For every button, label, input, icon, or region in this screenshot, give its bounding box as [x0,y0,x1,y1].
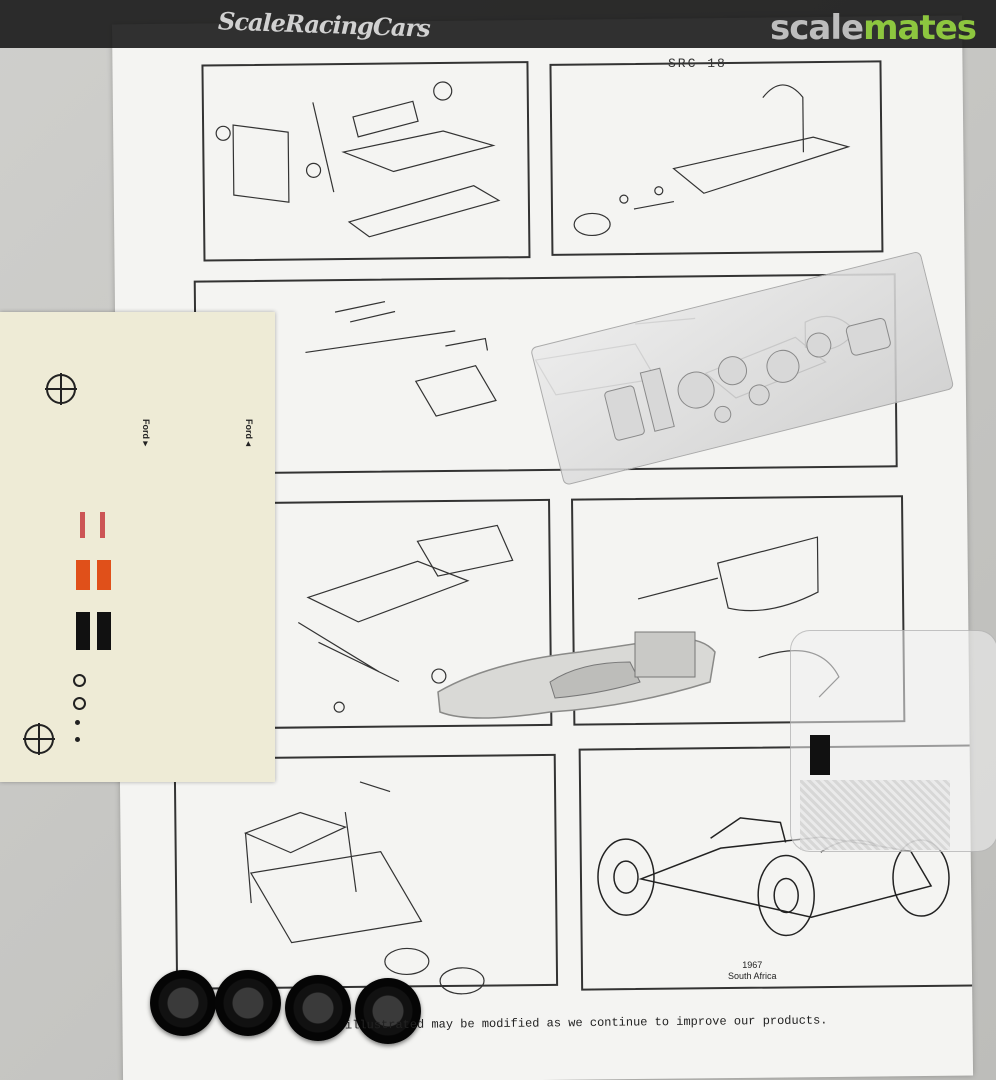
crosshair-decal-icon [23,723,55,755]
diagram-tub [243,781,485,995]
crosshair-decal-icon [45,373,77,405]
decal-roundel [73,697,86,710]
decal-stripe [80,512,85,538]
diagram-rear-frame [297,524,514,713]
decal-sheet: Ford ▸ Ford ◂ [0,312,275,782]
decal-dot [75,720,80,725]
step-panel-1 [201,61,531,262]
step-panel-2 [549,60,884,256]
logo-part-mates: mates [863,8,977,48]
step-panel-5 [571,495,906,726]
tire-icon [285,975,351,1041]
scalemates-logo: scalemates [770,8,977,48]
decal-black-number [97,612,111,650]
white-metal-parts-bag [530,250,955,486]
parts-bag-contents [604,317,891,441]
tire-icon [355,978,421,1044]
diagram-chassis-parts [215,81,501,238]
decal-orange-number [97,560,111,590]
car-body-shell [437,631,716,719]
decal-stripe [100,512,105,538]
photo-etch-part [810,735,830,775]
diagram-body-assembly [573,84,851,237]
car-caption: 1967 South Africa [728,960,777,982]
decal-text-ford-right: Ford ◂ [244,418,255,447]
decal-orange-number [76,560,90,590]
car-caption-race: South Africa [728,971,777,981]
step-panel-7 [578,744,974,991]
decal-black-number [76,612,90,650]
watermark-bar [0,0,996,48]
tire-icon [150,970,216,1036]
decal-text-ford-left: Ford ▸ [141,418,152,447]
decal-roundel [73,674,86,687]
step-panel-6 [173,753,559,990]
decal-dot [75,737,80,742]
mesh-sheet [800,780,950,850]
car-caption-year: 1967 [742,960,763,970]
tire-icon [215,970,281,1036]
logo-part-scale: scale [770,8,864,48]
kit-code: SRC 18 [668,56,727,71]
